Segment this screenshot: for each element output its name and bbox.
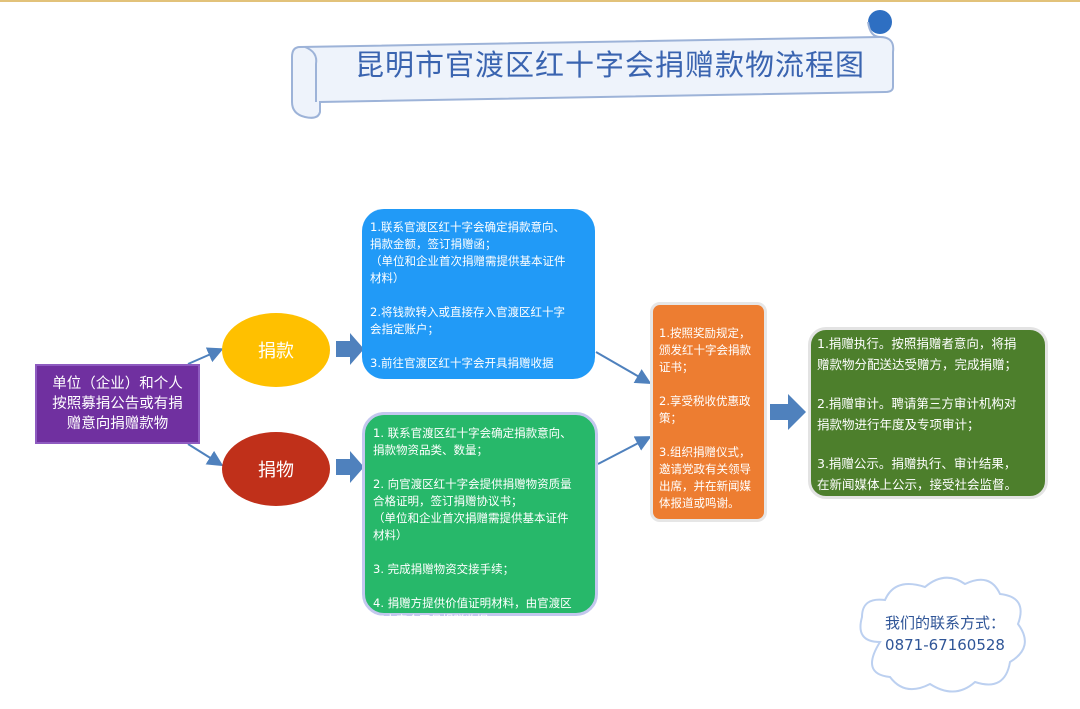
block-arrow-money — [336, 333, 364, 365]
contact-label: 我们的联系方式： — [884, 614, 1005, 632]
step-text: 捐款物进行年度及专项审计； — [817, 417, 980, 432]
paragraph-gap — [370, 287, 587, 304]
step-text: 邀请党政有关领导 — [659, 462, 751, 476]
goods-label: 捐物 — [258, 460, 294, 481]
step-text: 策； — [659, 411, 682, 425]
paragraph-gap — [370, 338, 587, 355]
paragraph-gap — [659, 427, 758, 444]
step-text: 1.按照奖励规定， — [659, 326, 751, 340]
step-text: 3.前往官渡区红十字会开具捐赠收据 — [370, 356, 554, 370]
step-text: 证书； — [659, 360, 694, 374]
step-text: 赠款物分配送达受赠方，完成捐赠； — [817, 357, 1018, 372]
arrow-to-money — [187, 347, 224, 365]
step-text: 2.将钱款转入或直接存入官渡区红十字 — [370, 305, 565, 319]
goods-donation-oval: 捐物 — [222, 432, 330, 506]
step-text: 红十字会开具捐赠收据。 — [373, 613, 500, 627]
step-text: （单位和企业首次捐赠需提供基本证件 — [370, 254, 566, 268]
step-text: 3.组织捐赠仪式， — [659, 445, 751, 459]
donor-text: 按照募捐公告或有捐 — [52, 396, 183, 412]
arrow-to-goods — [187, 443, 224, 467]
page-title: 昆明市官渡区红十字会捐赠款物流程图 — [354, 48, 865, 82]
step-text: 1. 联系官渡区红十字会确定捐款意向、 — [373, 426, 572, 440]
paragraph-gap — [817, 375, 1039, 393]
step-text: 出席，并在新闻媒 — [659, 479, 751, 493]
arrow-goods-to-benefits — [597, 436, 652, 465]
donor-text: 赠意向捐赠款物 — [66, 416, 169, 432]
cloud-shape — [859, 576, 1026, 693]
arrow-money-to-benefits — [595, 351, 652, 384]
goods-steps-box: 1. 联系官渡区红十字会确定捐款意向、捐款物资品类、数量； 2. 向官渡区红十字会… — [362, 412, 598, 627]
step-text: 材料） — [370, 271, 405, 285]
step-text: 在新闻媒体上公示，接受社会监督。 — [817, 477, 1018, 492]
step-text: 1.联系官渡区红十字会确定捐款意向、 — [370, 220, 565, 234]
step-text: 颁发红十字会捐款 — [659, 343, 751, 357]
step-text: 合格证明，签订捐赠协议书； — [373, 494, 523, 508]
execution-box: 1.捐赠执行。按照捐赠者意向，将捐赠款物分配送达受赠方，完成捐赠； 2.捐赠审计。… — [808, 327, 1048, 499]
block-arrow-execution — [770, 394, 806, 430]
title-scroll — [291, 10, 895, 119]
step-text: （单位和企业首次捐赠需提供基本证件 — [373, 511, 569, 525]
step-text: 2.捐赠审计。聘请第三方审计机构对 — [817, 396, 1017, 411]
contact-cloud: 我们的联系方式： 0871-67160528 — [860, 612, 1030, 656]
step-text: 1.捐赠执行。按照捐赠者意向，将捐 — [817, 336, 1017, 351]
donor-box: 单位（企业）和个人 按照募捐公告或有捐 赠意向捐赠款物 — [35, 364, 200, 444]
paragraph-gap — [659, 376, 758, 393]
step-text: 3. 完成捐赠物资交接手续； — [373, 562, 515, 576]
step-text: 2. 向官渡区红十字会提供捐赠物资质量 — [373, 477, 572, 491]
step-text: 会指定账户； — [370, 322, 439, 336]
contact-phone: 0871-67160528 — [885, 636, 1005, 654]
money-steps-box: 1.联系官渡区红十字会确定捐款意向、捐款金额，签订捐赠函； （单位和企业首次捐赠需… — [362, 209, 595, 379]
block-arrow-goods — [336, 451, 364, 483]
step-text: 2.享受税收优惠政 — [659, 394, 751, 408]
step-text: 4. 捐赠方提供价值证明材料，由官渡区 — [373, 596, 572, 610]
step-text: 材料） — [373, 528, 408, 542]
step-text: 体报道或鸣谢。 — [659, 496, 740, 510]
step-text: 捐款物资品类、数量； — [373, 443, 488, 457]
paragraph-gap — [373, 544, 587, 561]
paragraph-gap — [373, 578, 587, 595]
money-label: 捐款 — [258, 341, 294, 362]
step-text: 3.捐赠公示。捐赠执行、审计结果， — [817, 456, 1017, 471]
paragraph-gap — [817, 435, 1039, 453]
paragraph-gap — [373, 459, 587, 476]
money-donation-oval: 捐款 — [222, 313, 330, 387]
step-text: 捐款金额，签订捐赠函； — [370, 237, 497, 251]
donor-text: 单位（企业）和个人 — [52, 376, 183, 392]
benefits-box: 1.按照奖励规定， 颁发红十字会捐款证书； 2.享受税收优惠政策； 3.组织捐赠仪式，… — [650, 302, 767, 522]
